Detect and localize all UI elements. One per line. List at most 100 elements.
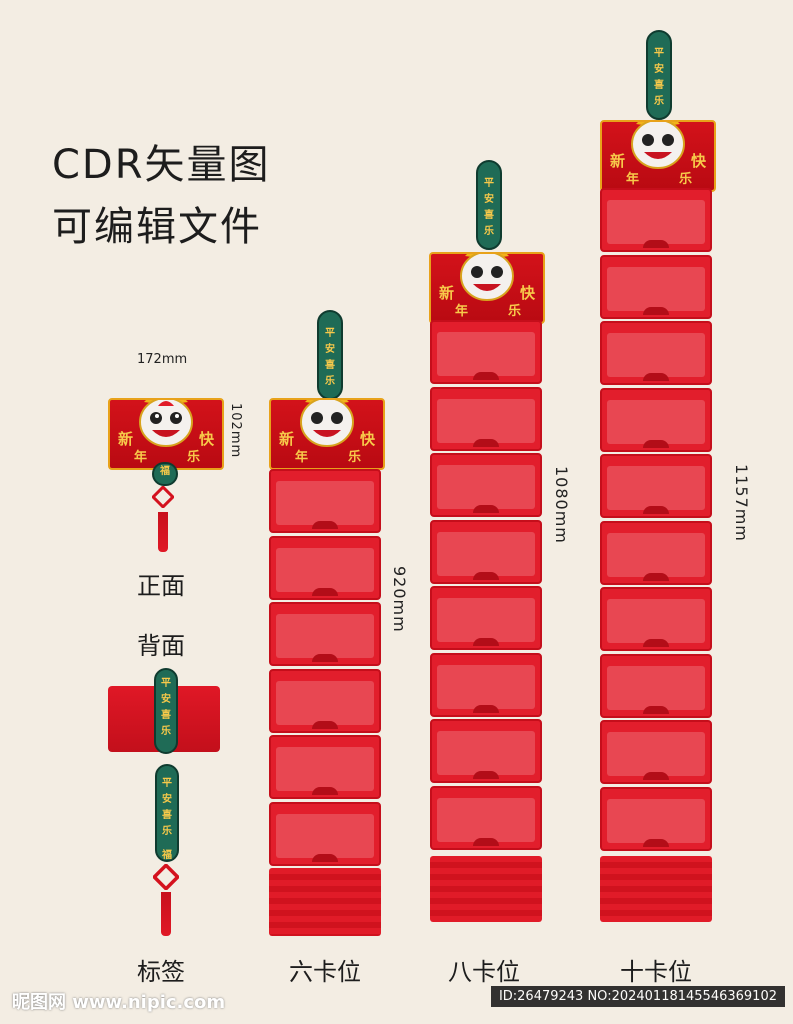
pocket-ornament: [643, 639, 669, 647]
header-char-xin: 新: [118, 430, 134, 448]
header-char-le: 乐: [347, 450, 361, 465]
dragon-icon: [460, 254, 514, 301]
pocket-ornament: [473, 438, 499, 447]
header-char-nian: 年: [134, 450, 148, 465]
pocket-ornament: [643, 240, 669, 248]
six-dimension: 920mm: [390, 566, 409, 633]
card-pocket: [269, 801, 381, 866]
card-pocket: [600, 321, 712, 385]
tassel-icon: [161, 892, 171, 936]
card-pocket: [600, 387, 712, 452]
back-tab: 平 安 喜 乐: [154, 668, 178, 754]
pocket-ornament: [473, 372, 499, 380]
tab-char: 喜: [484, 210, 494, 221]
pocket-ornament: [312, 587, 338, 596]
pocket-ornament: [643, 306, 669, 315]
tab-char: 平: [654, 48, 664, 59]
watermark-left: 昵图网 www.nipic.com: [12, 992, 226, 1013]
card-pocket: [600, 254, 712, 319]
card-pocket: [430, 320, 542, 384]
eight-base: [430, 856, 542, 922]
dragon-icon: [631, 122, 685, 169]
pocket-ornament: [643, 705, 669, 714]
header-char-nian: 年: [626, 172, 640, 187]
tab-char: 乐: [162, 826, 172, 837]
card-pocket: [430, 719, 542, 783]
pocket-ornament: [473, 771, 499, 779]
tab-char: 安: [162, 794, 172, 805]
card-pocket: [269, 469, 381, 533]
card-pocket: [430, 453, 542, 517]
chinese-knot-icon: [153, 864, 179, 890]
card-pocket: [430, 386, 542, 451]
tab-char: 安: [161, 694, 171, 705]
header-char-kuai: 快: [198, 430, 214, 448]
front-header-card: 新 快 年 乐: [108, 398, 224, 470]
pocket-ornament: [643, 838, 669, 847]
card-pocket: [430, 652, 542, 717]
card-pocket: [430, 586, 542, 650]
pocket-ornament: [473, 704, 499, 713]
tag-tab: 平 安 喜 乐 福: [155, 764, 179, 862]
card-pocket: [269, 735, 381, 799]
chinese-knot-icon: [152, 486, 174, 508]
card-pocket: [269, 602, 381, 666]
tassel-icon: [158, 512, 168, 552]
heading-line1: CDR矢量图: [52, 142, 271, 188]
pocket-ornament: [473, 837, 499, 846]
header-char-le: 乐: [186, 450, 200, 465]
pocket-ornament: [643, 772, 669, 780]
ten-tab: 平 安 喜 乐: [646, 30, 672, 120]
header-char-xin: 新: [610, 152, 626, 170]
card-pocket: [600, 653, 712, 718]
fu-tab: 福: [152, 462, 178, 486]
card-pocket: [430, 785, 542, 850]
heading-line2: 可编辑文件: [52, 204, 262, 250]
tab-char: 安: [325, 344, 335, 355]
ten-label: 十卡位: [620, 958, 692, 986]
pocket-ornament: [312, 853, 338, 862]
pocket-ornament: [312, 654, 338, 662]
pocket-ornament: [643, 439, 669, 448]
header-char-kuai: 快: [519, 284, 535, 302]
tab-char: 乐: [654, 96, 664, 107]
pocket-ornament: [312, 521, 338, 529]
tab-char: 平: [162, 778, 172, 789]
header-char-xin: 新: [279, 430, 295, 448]
card-pocket: [269, 535, 381, 600]
tab-char: 喜: [654, 80, 664, 91]
fu-label: 福: [160, 466, 170, 477]
six-header-card: 新 快 年 乐: [269, 398, 385, 470]
card-pocket: [269, 668, 381, 733]
header-char-kuai: 快: [359, 430, 375, 448]
card-pocket: [600, 720, 712, 784]
header-char-le: 乐: [678, 172, 692, 187]
watermark-right: ID:26479243 NO:20240118145546369102: [490, 986, 785, 1007]
tab-char: 安: [484, 194, 494, 205]
pocket-ornament: [473, 571, 499, 580]
eight-header-card: 新 快 年 乐: [429, 252, 545, 324]
pocket-ornament: [473, 505, 499, 513]
pocket-ornament: [643, 506, 669, 514]
tab-char: 乐: [161, 726, 171, 737]
header-char-nian: 年: [295, 450, 309, 465]
pocket-ornament: [643, 373, 669, 381]
eight-label: 八卡位: [448, 958, 520, 986]
pocket-ornament: [312, 787, 338, 795]
tab-char: 喜: [162, 810, 172, 821]
header-char-nian: 年: [455, 304, 469, 319]
tab-char: 乐: [484, 226, 494, 237]
card-pocket: [600, 188, 712, 252]
card-pocket: [600, 520, 712, 585]
tab-char: 安: [654, 64, 664, 75]
card-pocket: [600, 454, 712, 518]
dragon-icon: [300, 400, 354, 447]
tab-char: 平: [161, 678, 171, 689]
pocket-ornament: [473, 638, 499, 646]
six-base: [269, 868, 381, 936]
ten-header-card: 新 快 年 乐: [600, 120, 716, 192]
card-pocket: [600, 587, 712, 651]
tab-char: 喜: [325, 360, 335, 371]
ten-base: [600, 856, 712, 922]
ten-dimension: 1157mm: [732, 464, 751, 542]
